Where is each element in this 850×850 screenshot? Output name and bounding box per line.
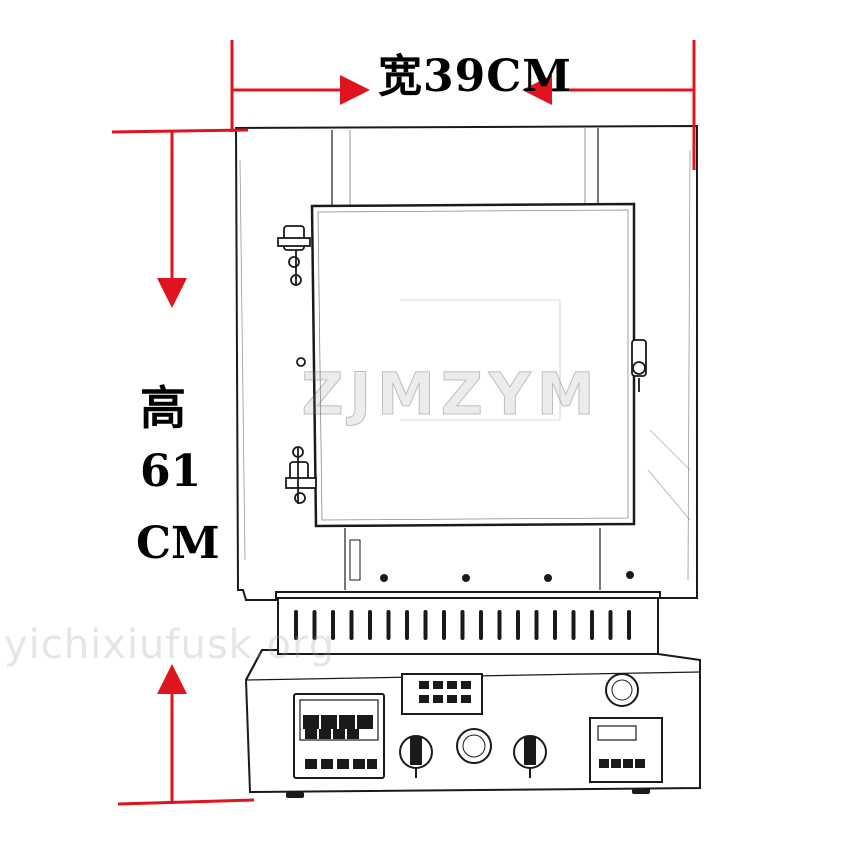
vent-slot <box>368 610 372 640</box>
timer-unit <box>589 717 663 783</box>
door-latch <box>631 339 647 392</box>
vent-slot <box>608 610 613 640</box>
vent-slot <box>497 610 502 640</box>
vent-slot <box>386 610 391 640</box>
height-label-char: 高 <box>140 381 186 435</box>
vent-slot <box>349 610 354 640</box>
temperature-controller <box>293 693 385 779</box>
vent-slot <box>571 610 576 640</box>
vent-slot <box>534 610 539 640</box>
vent-slot <box>516 610 520 640</box>
rotary-switch-right <box>513 735 547 778</box>
vent-slot <box>553 610 557 640</box>
vent-slot <box>331 610 335 640</box>
rotary-switch-left <box>399 735 433 778</box>
indicator-panel <box>401 673 483 715</box>
furnace-door <box>310 202 636 528</box>
height-dimension <box>111 128 255 806</box>
height-label-value: 61 <box>140 446 202 497</box>
vent-slot <box>590 610 594 640</box>
height-label-unit: CM <box>136 518 220 569</box>
round-button-center <box>456 728 492 764</box>
width-label: 宽39CM <box>378 51 572 102</box>
width-dimension <box>230 40 696 170</box>
vent-slot <box>442 610 446 640</box>
door-hinges <box>277 225 317 504</box>
vent-slots <box>294 610 631 640</box>
vent-slot <box>294 610 298 640</box>
site-watermark: yichixiufusk.org <box>4 622 336 668</box>
power-knob <box>605 673 639 707</box>
vent-slot <box>479 610 483 640</box>
vent-slot <box>312 610 317 640</box>
vent-slot <box>405 610 409 640</box>
vent-slot <box>460 610 465 640</box>
vent-slot <box>627 610 631 640</box>
vent-slot <box>423 610 428 640</box>
brand-watermark: ZJMZYM <box>301 360 601 429</box>
furnace-feet <box>286 788 650 798</box>
